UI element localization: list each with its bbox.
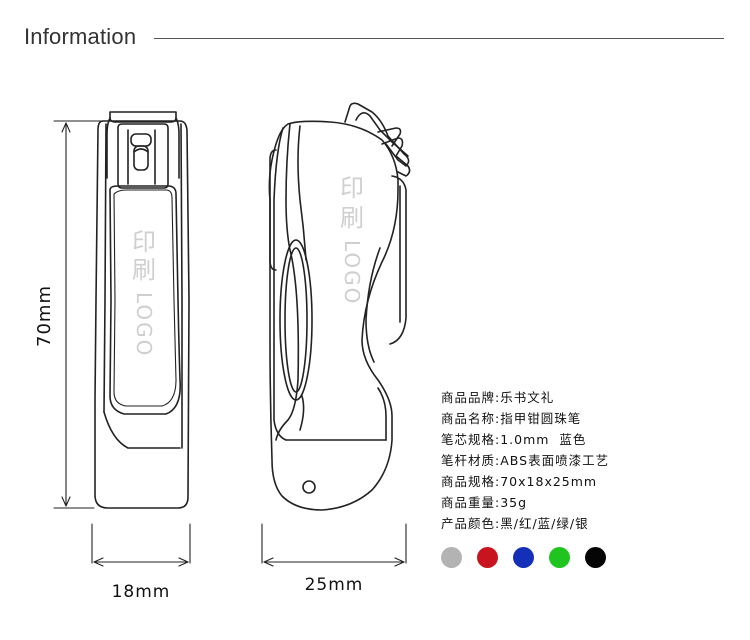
- front-width-dimension: [91, 523, 191, 567]
- front-logo-char: 刷: [132, 256, 156, 284]
- side-width-dimension: [261, 523, 407, 567]
- section-title: Information: [24, 24, 137, 49]
- height-dimension: [53, 120, 104, 509]
- spec-value: 乐书文礼: [500, 390, 555, 405]
- front-logo-word: LOGO: [132, 292, 156, 357]
- spec-label: 产品颜色: [441, 516, 496, 531]
- swatch-black[interactable]: [585, 547, 606, 568]
- spec-value: 70x18x25mm: [500, 474, 598, 489]
- header-divider: [154, 37, 724, 39]
- side-width-label: 25mm: [305, 575, 364, 595]
- spec-label: 商品名称: [441, 411, 496, 426]
- spec-row: 商品重量:35g: [441, 495, 528, 510]
- spec-row: 商品规格:70x18x25mm: [441, 474, 598, 489]
- height-label: 70mm: [34, 285, 55, 347]
- spec-value: 黑/红/蓝/绿/银: [500, 516, 589, 531]
- spec-row: 商品品牌:乐书文礼: [441, 390, 555, 405]
- spec-row: 笔芯规格:1.0mm 蓝色: [441, 432, 587, 447]
- swatch-silver[interactable]: [441, 547, 462, 568]
- side-logo-char: 印: [340, 174, 364, 202]
- spec-value: 指甲钳圆珠笔: [500, 411, 582, 426]
- spec-value: 35g: [500, 495, 528, 510]
- spec-value: ABS表面喷漆工艺: [500, 453, 610, 468]
- spec-label: 笔芯规格: [441, 432, 496, 447]
- front-logo: 印 刷 LOGO: [132, 228, 156, 357]
- spec-label: 商品品牌: [441, 390, 496, 405]
- spec-row: 产品颜色:黑/红/蓝/绿/银: [441, 516, 589, 531]
- front-view: [94, 111, 190, 509]
- front-logo-char: 印: [132, 228, 156, 256]
- swatch-blue[interactable]: [513, 547, 534, 568]
- side-logo-word: LOGO: [340, 240, 364, 305]
- spec-label: 商品规格: [441, 474, 496, 489]
- side-logo: 印 刷 LOGO: [340, 174, 364, 305]
- side-view: [268, 102, 411, 511]
- swatch-red[interactable]: [477, 547, 498, 568]
- spec-value: 1.0mm 蓝色: [500, 432, 587, 447]
- spec-label: 商品重量: [441, 495, 496, 510]
- spec-row: 商品名称:指甲钳圆珠笔: [441, 411, 582, 426]
- color-swatches: [441, 547, 621, 568]
- spec-row: 笔杆材质:ABS表面喷漆工艺: [441, 453, 610, 468]
- spec-label: 笔杆材质: [441, 453, 496, 468]
- section-header: Information: [24, 22, 724, 52]
- swatch-green[interactable]: [549, 547, 570, 568]
- spec-list: 商品品牌:乐书文礼 商品名称:指甲钳圆珠笔 笔芯规格:1.0mm 蓝色 笔杆材质…: [441, 387, 609, 534]
- front-width-label: 18mm: [112, 582, 171, 602]
- side-logo-char: 刷: [340, 204, 364, 232]
